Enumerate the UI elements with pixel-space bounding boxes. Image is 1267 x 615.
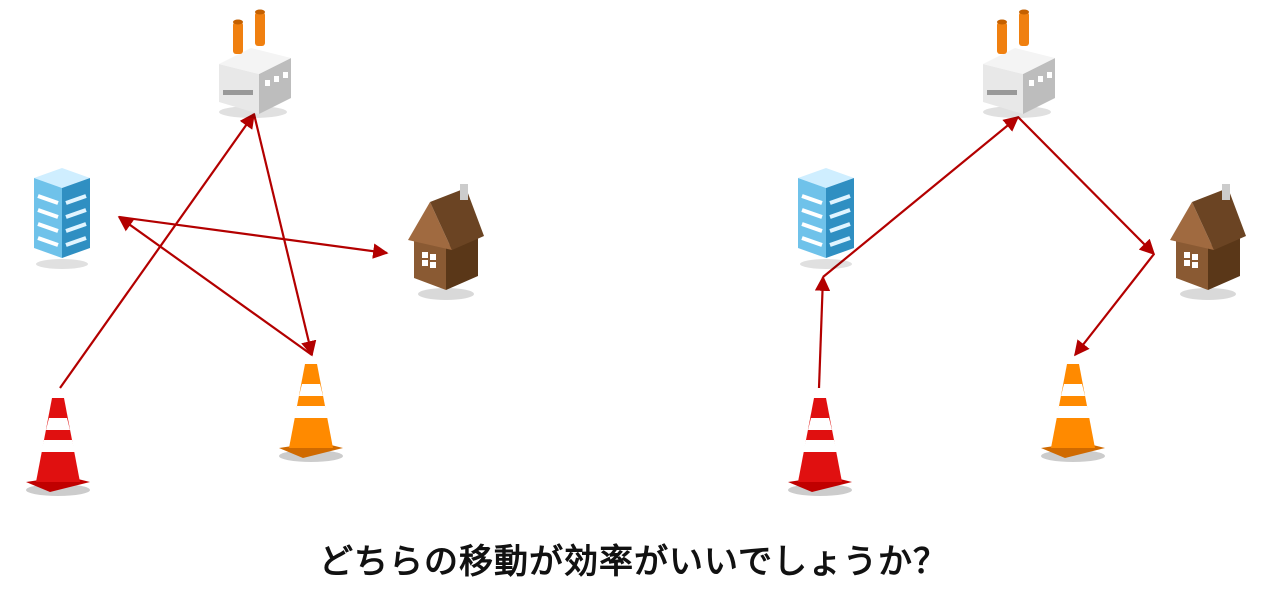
arrow-orange-cone-to-office <box>117 216 313 356</box>
arrow-factory-to-orange-cone <box>252 113 317 357</box>
right-arrows <box>814 116 1156 389</box>
caption-question: どちらの移動が効率がいいでしょうか？ <box>319 542 948 582</box>
house-icon <box>408 184 484 300</box>
factory-icon <box>983 9 1055 118</box>
factory-icon <box>219 9 291 118</box>
house-icon <box>1170 184 1246 300</box>
right-diagram <box>788 9 1246 496</box>
red-cone-icon <box>788 398 852 496</box>
arrow-red-cone-to-factory <box>59 112 255 389</box>
arrow-office-to-factory <box>822 116 1020 278</box>
arrow-house-to-orange-cone <box>1074 253 1155 357</box>
office-building-icon <box>796 166 856 271</box>
office-building-icon <box>32 166 92 271</box>
red-cone-icon <box>26 398 90 496</box>
left-arrows <box>59 112 389 389</box>
arrow-office-to-house <box>118 215 389 259</box>
left-diagram <box>26 9 484 496</box>
arrow-red-cone-to-office <box>814 275 831 389</box>
orange-cone-icon <box>279 364 343 462</box>
arrow-factory-to-house <box>1017 116 1156 256</box>
orange-cone-icon <box>1041 364 1105 462</box>
